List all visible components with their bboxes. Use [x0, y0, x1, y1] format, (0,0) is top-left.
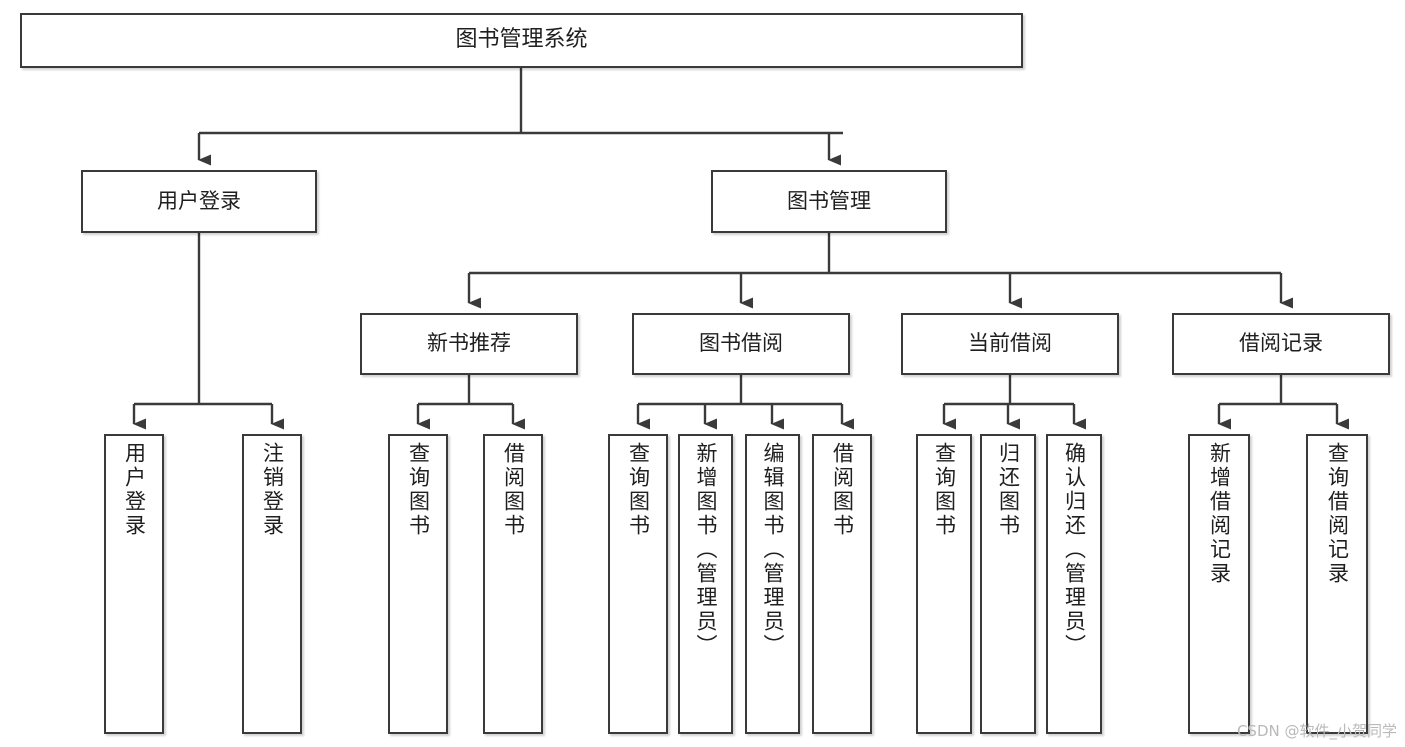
node-leaf-add-borrow-record-label: 新增借阅记录 [1207, 442, 1232, 586]
node-root[interactable]: 图书管理系统 [20, 13, 1023, 68]
node-user-login[interactable]: 用户登录 [81, 170, 317, 233]
node-leaf-edit-book-admin[interactable]: 编辑图书（管理员） [745, 434, 800, 734]
node-leaf-return-book-label: 归还图书 [996, 442, 1021, 538]
node-leaf-return-book[interactable]: 归还图书 [980, 434, 1036, 734]
node-new-book-recommend-label: 新书推荐 [427, 331, 511, 356]
node-leaf-user-logout-label: 注销登录 [260, 442, 285, 538]
node-leaf-borrow-book[interactable]: 借阅图书 [812, 434, 872, 734]
node-leaf-query-book-cur-label: 查询图书 [932, 442, 957, 538]
node-leaf-query-book-rec[interactable]: 查询图书 [388, 434, 448, 734]
node-user-login-label: 用户登录 [157, 188, 241, 213]
node-leaf-add-borrow-record[interactable]: 新增借阅记录 [1188, 434, 1250, 734]
node-root-label: 图书管理系统 [455, 27, 588, 53]
node-current-borrow[interactable]: 当前借阅 [901, 313, 1119, 375]
node-book-borrow[interactable]: 图书借阅 [632, 313, 850, 375]
node-leaf-add-book-admin[interactable]: 新增图书（管理员） [678, 434, 733, 734]
node-leaf-query-borrow-record[interactable]: 查询借阅记录 [1306, 434, 1368, 734]
node-leaf-query-book-borrow[interactable]: 查询图书 [608, 434, 668, 734]
node-leaf-borrow-book-label: 借阅图书 [830, 442, 855, 538]
node-leaf-user-logout[interactable]: 注销登录 [242, 434, 302, 734]
node-leaf-user-login[interactable]: 用户登录 [104, 434, 164, 734]
node-leaf-user-login-label: 用户登录 [122, 442, 147, 538]
node-leaf-query-borrow-record-label: 查询借阅记录 [1325, 442, 1350, 586]
node-book-manage[interactable]: 图书管理 [711, 170, 947, 233]
node-leaf-query-book-rec-label: 查询图书 [406, 442, 431, 538]
node-leaf-edit-book-admin-label: 编辑图书（管理员） [761, 442, 785, 658]
node-leaf-borrow-book-rec[interactable]: 借阅图书 [483, 434, 543, 734]
node-new-book-recommend[interactable]: 新书推荐 [360, 313, 578, 375]
node-leaf-add-book-admin-label: 新增图书（管理员） [694, 442, 718, 658]
node-borrow-record-label: 借阅记录 [1239, 331, 1323, 356]
node-current-borrow-label: 当前借阅 [968, 331, 1052, 356]
node-leaf-query-book-cur[interactable]: 查询图书 [916, 434, 972, 734]
node-leaf-confirm-return-admin[interactable]: 确认归还（管理员） [1046, 434, 1102, 734]
node-borrow-record[interactable]: 借阅记录 [1172, 313, 1390, 375]
node-leaf-borrow-book-rec-label: 借阅图书 [501, 442, 526, 538]
node-book-borrow-label: 图书借阅 [699, 331, 783, 356]
node-leaf-confirm-return-admin-label: 确认归还（管理员） [1062, 442, 1087, 658]
csdn-watermark: CSDN @软件_小贺同学 [1236, 722, 1397, 740]
node-leaf-query-book-borrow-label: 查询图书 [626, 442, 651, 538]
node-book-manage-label: 图书管理 [787, 188, 871, 213]
